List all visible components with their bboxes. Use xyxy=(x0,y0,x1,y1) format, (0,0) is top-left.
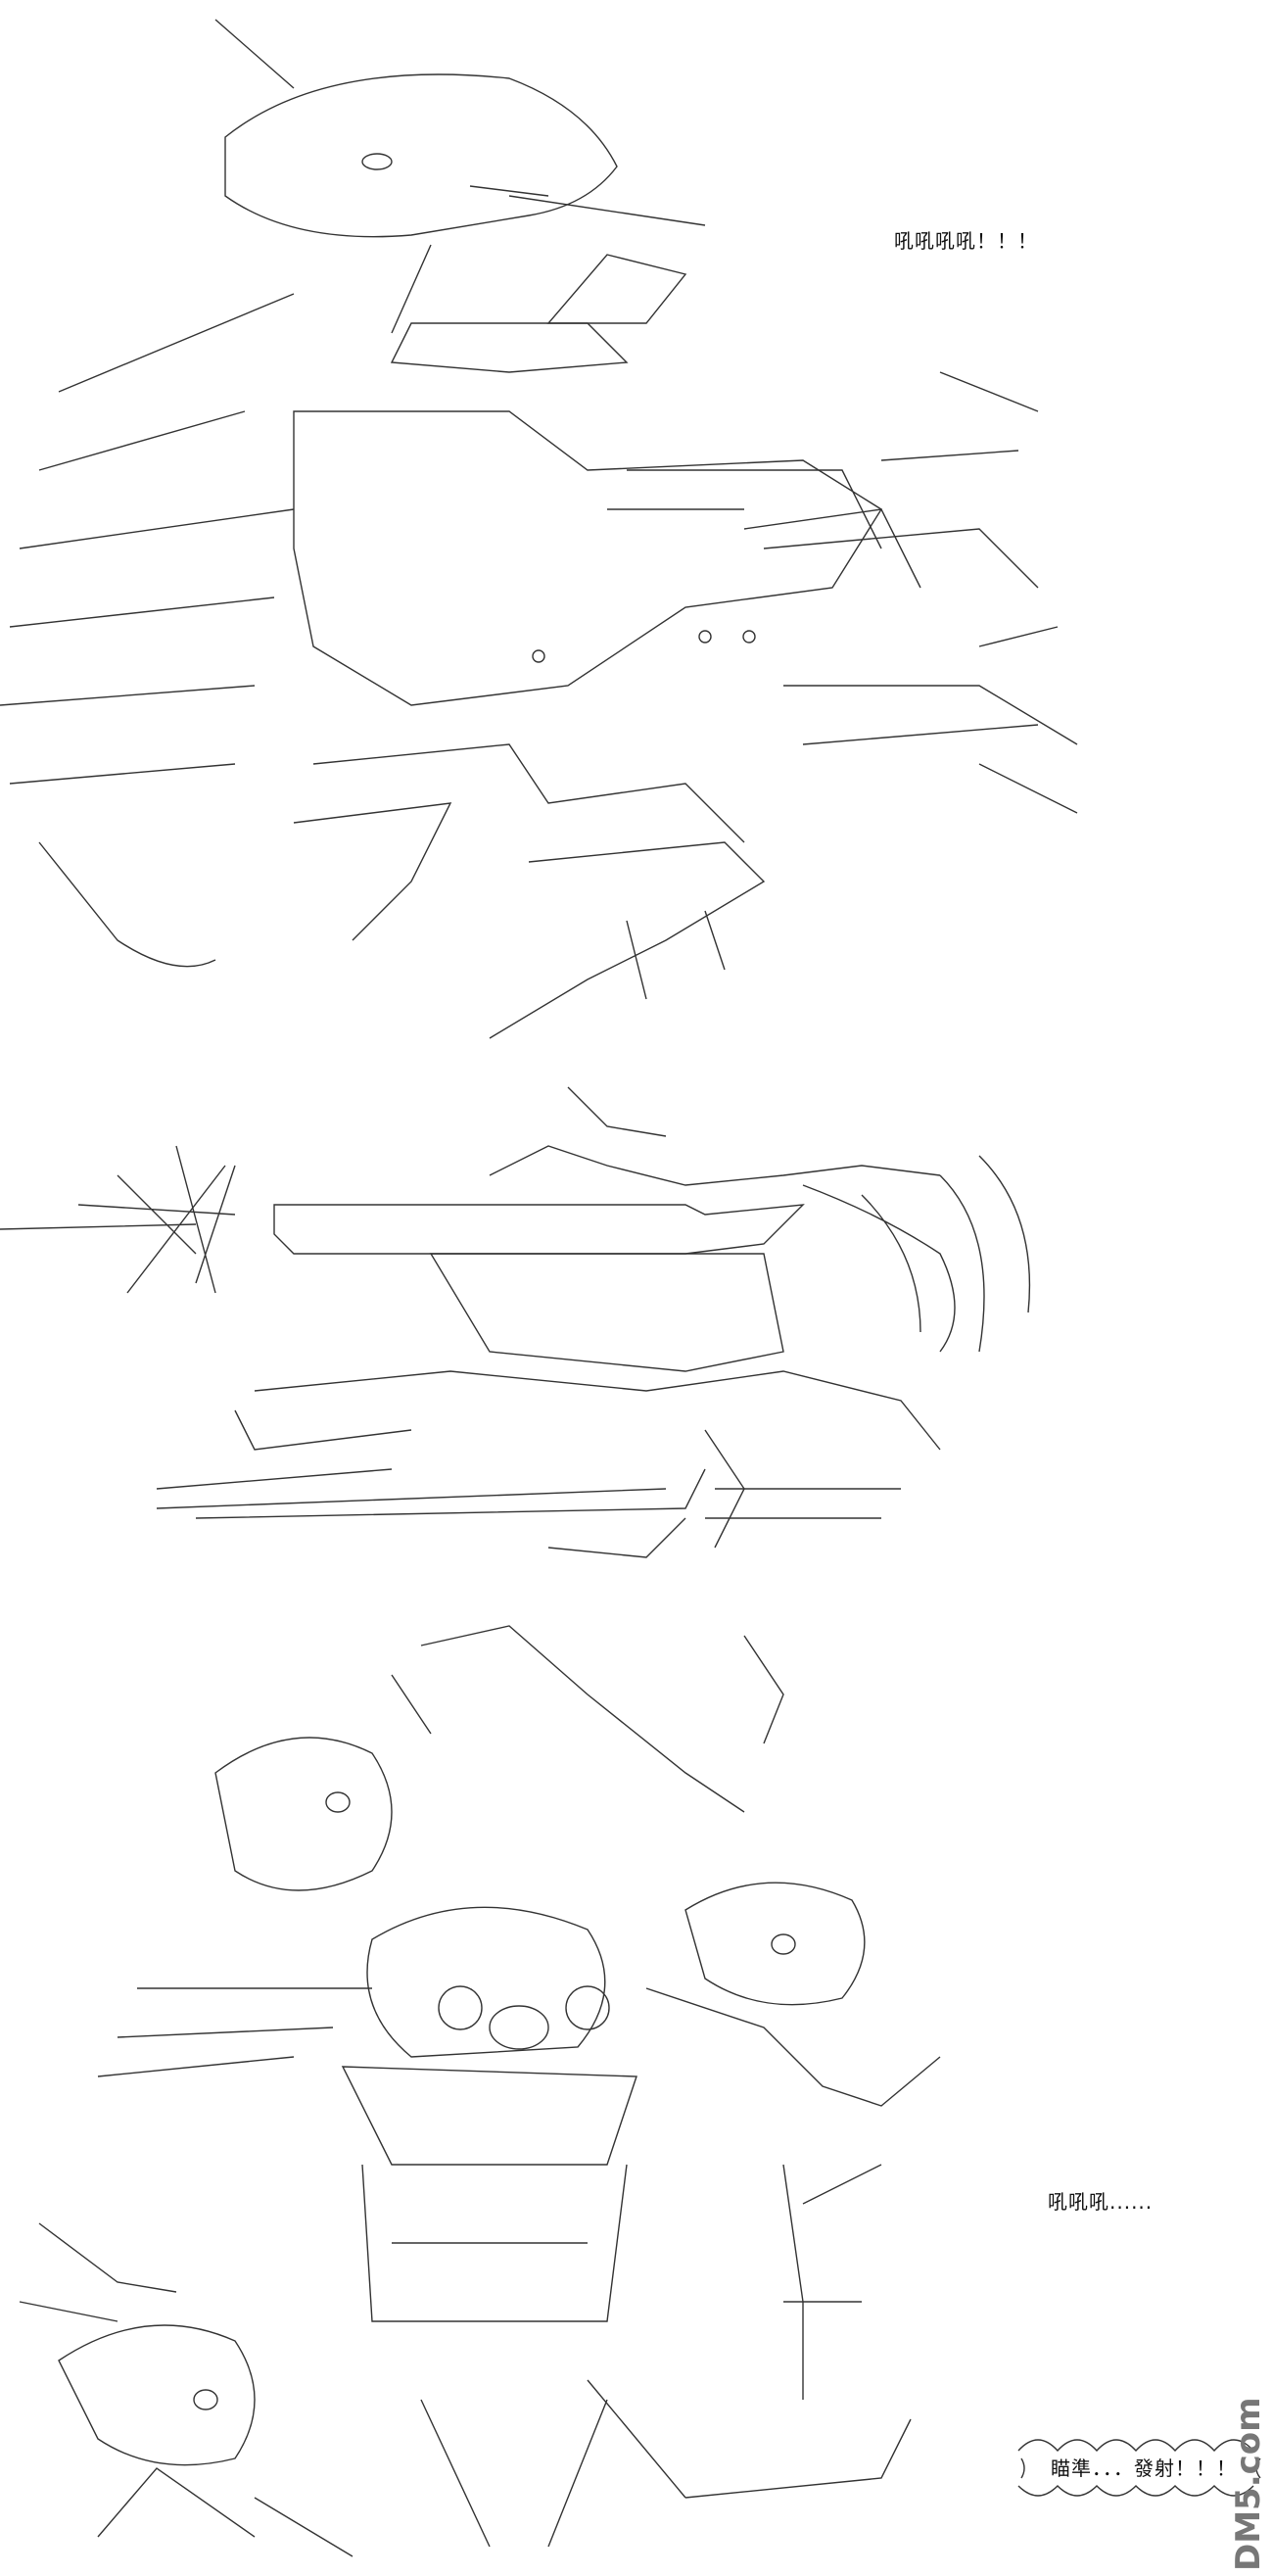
ascii-art-beast xyxy=(0,19,1078,1039)
caption-growl: 吼吼吼...... xyxy=(1048,2190,1154,2214)
site-watermark-logo: DM5.com xyxy=(1229,2397,1268,2571)
bubble-outline xyxy=(1017,2439,1261,2497)
panel-1-beast-emerging: 吼吼吼吼！！！ xyxy=(0,0,1273,1058)
speech-bubble-spiky: 瞄準．．．發射！！！ xyxy=(1014,2429,1268,2503)
ascii-art-three-headed-beast xyxy=(19,1625,941,2557)
caption-roar: 吼吼吼吼！！！ xyxy=(894,229,1038,253)
ascii-art-cannon xyxy=(0,1086,1031,1558)
panel-2-cannon-firing: 瞄準．．．發射！！！ xyxy=(0,1058,1273,2497)
panel-3-three-heads: 吼吼吼...... xyxy=(0,1616,1273,2576)
caption-aim-fire: 瞄準．．．發射！！！ xyxy=(1051,2457,1237,2480)
